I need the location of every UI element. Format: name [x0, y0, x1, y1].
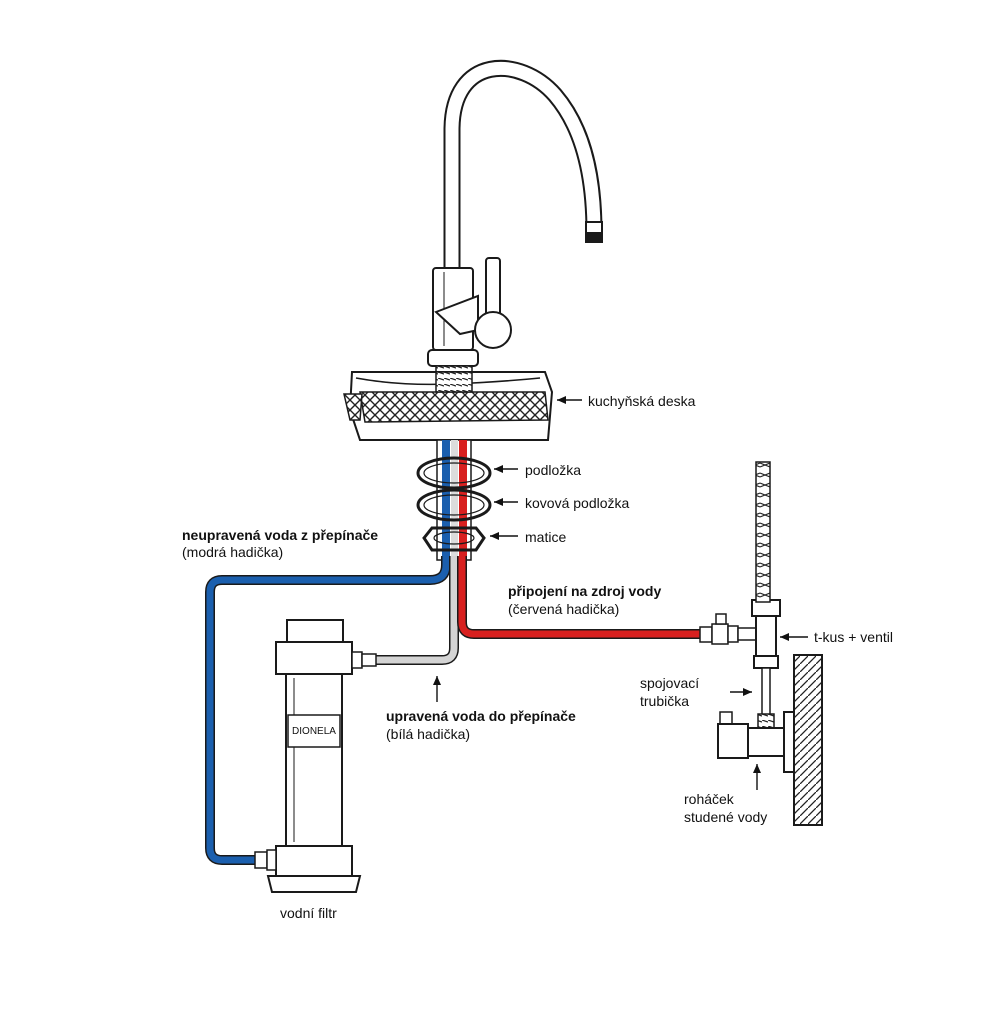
- label-connector-line2: trubička: [640, 693, 690, 709]
- angle-valve: [717, 711, 795, 773]
- label-untreated-sub: (modrá hadička): [182, 544, 284, 560]
- tee-valve: [699, 599, 781, 669]
- faucet-spout: [443, 59, 603, 270]
- countertop: [343, 371, 554, 441]
- filter-brand-label: DIONELA: [292, 726, 336, 737]
- nut: [422, 526, 486, 552]
- label-filter: vodní filtr: [280, 905, 337, 921]
- label-treated-sub: (bílá hadička): [386, 726, 471, 742]
- faucet-lever: [485, 257, 501, 317]
- label-metal-washer: kovová podložka: [525, 495, 630, 511]
- label-nut: matice: [525, 529, 567, 545]
- braided-hose: [755, 461, 771, 603]
- label-angle-valve-line2: studené vody: [684, 809, 768, 825]
- washer: [416, 456, 492, 490]
- water-filter: DIONELA: [254, 619, 377, 893]
- connecting-tube: [757, 667, 775, 729]
- wall: [793, 654, 823, 826]
- label-arrows: [433, 396, 808, 790]
- label-untreated-title: neupravená voda z přepínače: [182, 527, 379, 543]
- label-source-title: připojení na zdroj vody: [508, 583, 662, 599]
- label-countertop: kuchyňská deska: [588, 393, 696, 409]
- metal-washer: [416, 488, 492, 522]
- faucet: [427, 59, 603, 399]
- label-treated-title: upravená voda do přepínače: [386, 708, 576, 724]
- label-tee-valve: t-kus + ventil: [814, 629, 893, 645]
- label-source-sub: (červená hadička): [508, 601, 620, 617]
- label-washer: podložka: [525, 462, 582, 478]
- label-connector-line1: spojovací: [640, 675, 700, 691]
- faucet-knob: [474, 311, 512, 349]
- label-angle-valve-line1: roháček: [684, 791, 734, 807]
